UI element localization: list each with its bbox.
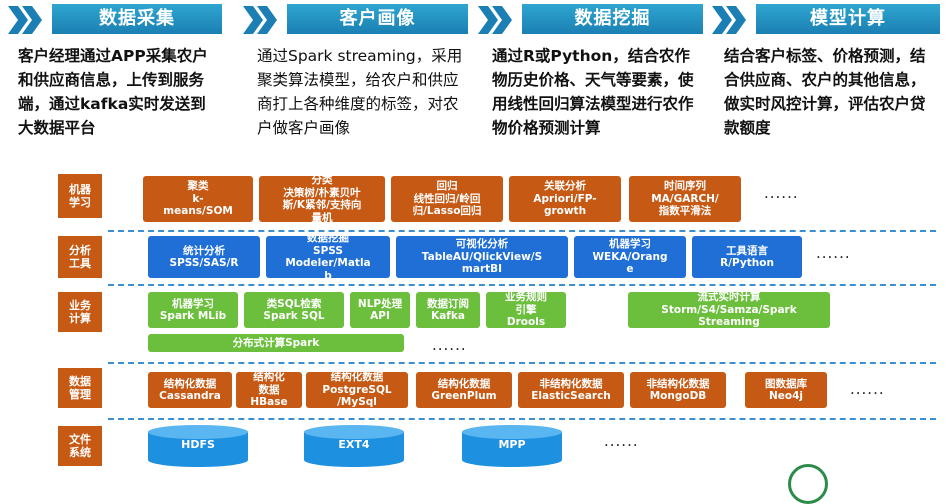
stage-title: 数据采集 xyxy=(52,4,222,34)
compute-box-streaming: 流式实时计算 Storm/S4/Samza/Spark Streaming xyxy=(628,292,830,328)
data-box-postgresql: 结构化数据 PostgreSQL /MySql xyxy=(306,372,408,408)
database-icon xyxy=(304,425,404,467)
data-box-greenplum: 结构化数据 GreenPlum xyxy=(416,372,512,408)
ml-box-classification: 分类 决策树/朴素贝叶 斯/K紧邻/支持向 量机 xyxy=(259,176,385,222)
data-more-dots: ...... xyxy=(850,380,885,398)
stage-description: 客户经理通过APP采集农户和供应商信息，上传到服务端，通过kafka实时发送到大… xyxy=(18,47,208,137)
layer-divider xyxy=(108,362,936,364)
layer-label-analysis: 分析 工具 xyxy=(58,236,102,278)
stage-title: 模型计算 xyxy=(756,4,940,34)
analysis-more-dots: ...... xyxy=(816,244,851,262)
data-box-elasticsearch: 非结构化数据 ElasticSearch xyxy=(518,372,624,408)
fs-label: MPP xyxy=(498,438,526,451)
stage-profiling: 客户画像 通过Spark streaming，采用聚类算法模型，给农户和供应商打… xyxy=(243,0,468,165)
layer-label-ml: 机器 学习 xyxy=(58,174,102,218)
database-icon xyxy=(148,425,248,467)
compute-box-spark-sql: 类SQL检索 Spark SQL xyxy=(244,292,344,328)
stage-mining: 数据挖掘 通过R或Python，结合农作物历史价格、天气等要素，使用线性回归算法… xyxy=(478,0,703,165)
analysis-box-languages: 工具语言 R/Python xyxy=(692,236,802,278)
compute-box-mllib: 机器学习 Spark MLib xyxy=(148,292,238,328)
analysis-box-statistics: 统计分析 SPSS/SAS/R xyxy=(148,236,260,278)
layer-divider xyxy=(108,284,936,286)
layer-label-data: 数据 管理 xyxy=(58,368,102,408)
compute-box-spark-base: 分布式计算Spark xyxy=(148,334,404,352)
chevron-icon xyxy=(478,6,512,34)
fs-cylinder-hdfs: HDFS xyxy=(146,424,250,468)
stage-description: 通过Spark streaming，采用聚类算法模型，给农户和供应商打上各种维度… xyxy=(257,47,463,137)
fs-more-dots: ...... xyxy=(604,432,639,450)
data-box-cassandra: 结构化数据 Cassandra xyxy=(148,372,232,408)
ml-box-association: 关联分析 Apriori/FP- growth xyxy=(509,176,621,222)
fs-label: EXT4 xyxy=(338,438,370,451)
analysis-box-machine-learning: 机器学习 WEKA/Orang e xyxy=(574,236,686,278)
stage-description: 通过R或Python，结合农作物历史价格、天气等要素，使用线性回归算法模型进行农… xyxy=(492,47,694,137)
fs-label: HDFS xyxy=(181,438,215,451)
chevron-icon xyxy=(712,6,746,34)
layer-label-fs: 文件 系统 xyxy=(58,426,102,466)
database-icon xyxy=(462,425,562,467)
ml-more-dots: ...... xyxy=(764,184,799,202)
data-box-mongodb: 非结构化数据 MongoDB xyxy=(630,372,726,408)
chevron-icon xyxy=(8,6,42,34)
compute-box-nlp: NLP处理 API xyxy=(350,292,410,328)
chevron-icon xyxy=(243,6,277,34)
data-box-hbase: 结构化 数据 HBase xyxy=(236,372,302,408)
ml-box-regression: 回归 线性回归/岭回 归/Lasso回归 xyxy=(391,176,503,222)
stage-collection: 数据采集 客户经理通过APP采集农户和供应商信息，上传到服务端，通过kafka实… xyxy=(8,0,222,165)
ml-box-clustering: 聚类 k- means/SOM xyxy=(143,176,253,222)
layer-divider xyxy=(108,418,936,420)
analysis-box-visualization: 可视化分析 TableAU/QlickView/S martBI xyxy=(396,236,568,278)
data-box-neo4j: 图数据库 Neo4j xyxy=(745,372,827,408)
fs-cylinder-ext4: EXT4 xyxy=(302,424,406,468)
ml-box-time-series: 时间序列 MA/GARCH/ 指数平滑法 xyxy=(629,176,741,222)
compute-box-drools: 业务规则 引擎 Drools xyxy=(486,292,566,328)
layer-label-compute: 业务 计算 xyxy=(58,292,102,332)
compute-more-dots: ...... xyxy=(432,336,467,354)
analysis-box-data-mining: 数据挖掘 SPSS Modeler/Matla b xyxy=(266,236,390,278)
stage-description: 结合客户标签、价格预测，结合供应商、农户的其他信息，做实时风控计算，评估农户贷款… xyxy=(724,47,926,137)
logo-mark xyxy=(788,464,828,504)
stage-title: 数据挖掘 xyxy=(522,4,703,34)
fs-cylinder-mpp: MPP xyxy=(460,424,564,468)
stage-title: 客户画像 xyxy=(287,4,468,34)
compute-box-kafka: 数据订阅 Kafka xyxy=(416,292,480,328)
layer-divider xyxy=(108,230,936,232)
stage-modeling: 模型计算 结合客户标签、价格预测，结合供应商、农户的其他信息，做实时风控计算，评… xyxy=(712,0,940,165)
